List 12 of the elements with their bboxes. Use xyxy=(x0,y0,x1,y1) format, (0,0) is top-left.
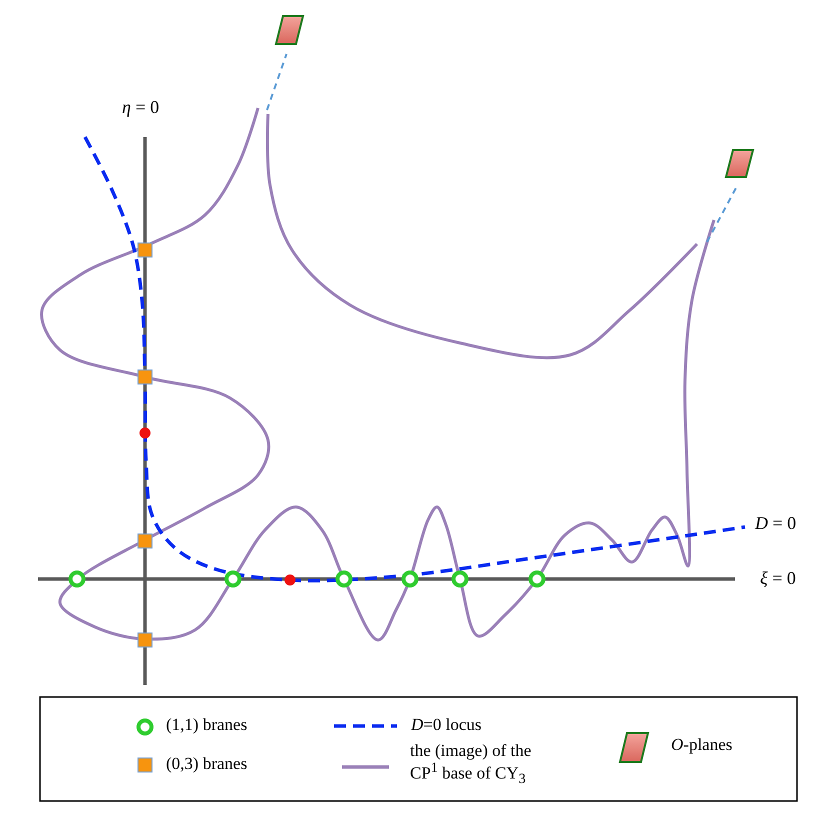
dashed-line xyxy=(706,186,738,242)
dashed-line xyxy=(266,54,288,110)
legend-text: the (image) of the CP$^{1}$ base of CY$_{3}$ xyxy=(410,742,532,788)
legend-text: O-planes xyxy=(671,736,732,755)
o-plane-marker xyxy=(274,15,304,45)
legend-text: D=0 locus xyxy=(411,716,482,735)
o-plane-marker xyxy=(724,149,754,178)
axis-label: η = 0 xyxy=(122,98,160,118)
curve-label: D = 0 xyxy=(755,514,796,534)
legend-text: (0,3) branes xyxy=(166,755,248,774)
legend-text: (1,1) branes xyxy=(166,716,248,735)
axis-label: ξ = 0 xyxy=(760,569,796,589)
